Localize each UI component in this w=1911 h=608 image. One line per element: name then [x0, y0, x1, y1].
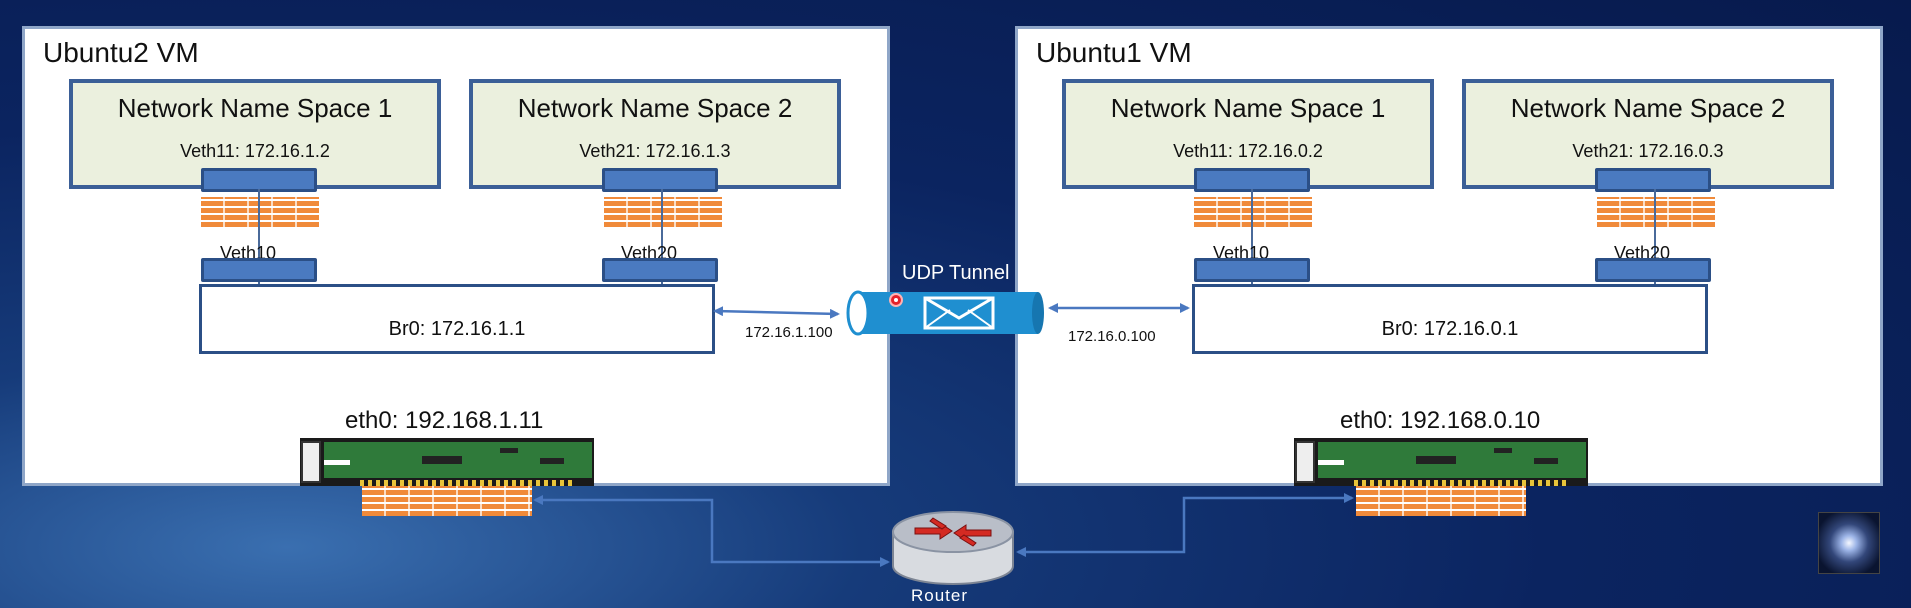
- vm-ubuntu2: Ubuntu2 VM Network Name Space 1 Veth11: …: [22, 26, 890, 486]
- namespace-ip: Veth11: 172.16.0.2: [1173, 141, 1323, 161]
- tunnel-endpoint-left: 172.16.1.100: [745, 324, 833, 341]
- veth10-port: [1194, 258, 1310, 282]
- veth21-port: [1595, 168, 1711, 192]
- tunnel-endpoint-right: 172.16.0.100: [1068, 328, 1156, 345]
- veth20-port: [1595, 258, 1711, 282]
- veth20-port: [602, 258, 718, 282]
- tunnel-label: UDP Tunnel: [902, 262, 1010, 284]
- veth11-port: [201, 168, 317, 192]
- eth0-label: eth0: 192.168.0.10: [1340, 407, 1541, 434]
- bridge-label: Br0: 172.16.1.1: [388, 318, 526, 340]
- router-icon: [892, 511, 1014, 585]
- namespace-title: Network Name Space 2: [1510, 93, 1786, 123]
- namespace-ip: Veth11: 172.16.1.2: [180, 141, 330, 161]
- bridge-br0: Br0: 172.16.1.1: [199, 284, 715, 354]
- namespace-title: Network Name Space 2: [517, 93, 793, 123]
- tunnel-pipe: [846, 290, 1044, 336]
- veth-link: [661, 189, 663, 285]
- router-link-right: [1016, 493, 1354, 557]
- nic-card-right: [1294, 438, 1588, 486]
- firewall-icon: [1356, 486, 1526, 516]
- firewall-icon: [362, 486, 532, 516]
- veth10-port: [201, 258, 317, 282]
- veth-link: [258, 189, 260, 285]
- namespace-ip: Veth21: 172.16.1.3: [579, 141, 731, 161]
- router-label: Router: [911, 586, 969, 605]
- firewall-icon: [1194, 197, 1312, 227]
- namespace-ip: Veth21: 172.16.0.3: [1572, 141, 1724, 161]
- nic-card-left: [300, 438, 594, 486]
- bridge-label: Br0: 172.16.0.1: [1381, 318, 1519, 340]
- firewall-icon: [1597, 197, 1715, 227]
- bridge-br0: Br0: 172.16.0.1: [1192, 284, 1708, 354]
- eth0-label: eth0: 192.168.1.11: [345, 407, 544, 434]
- vm-ubuntu1: Ubuntu1 VM Network Name Space 1 Veth11: …: [1015, 26, 1883, 486]
- veth-link: [1654, 189, 1656, 285]
- firewall-icon: [201, 197, 319, 227]
- namespace-title: Network Name Space 1: [117, 93, 393, 123]
- firewall-icon: [604, 197, 722, 227]
- vm-title: Ubuntu2 VM: [43, 37, 199, 68]
- veth-link: [1251, 189, 1253, 285]
- galaxy-icon: [1818, 512, 1880, 574]
- router-link-left: [533, 495, 890, 567]
- namespace-title: Network Name Space 1: [1110, 93, 1386, 123]
- tunnel-link-left: [713, 306, 840, 319]
- vm-title: Ubuntu1 VM: [1036, 37, 1192, 68]
- veth21-port: [602, 168, 718, 192]
